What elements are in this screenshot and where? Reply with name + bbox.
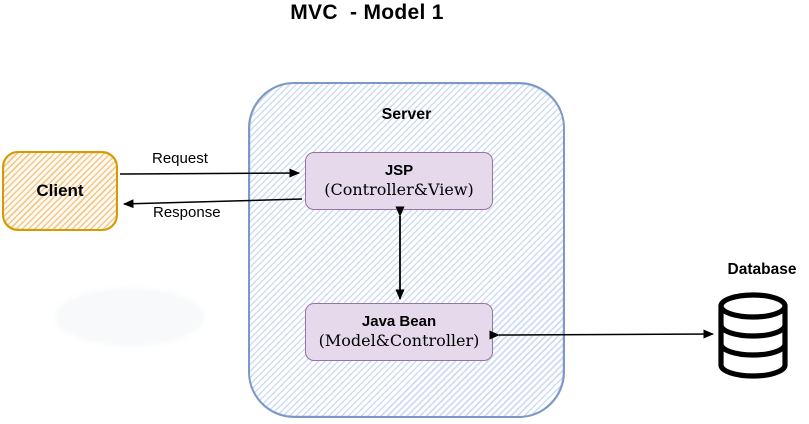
java-bean-subtitle: (Model&Controller) — [318, 331, 480, 351]
request-arrow-label: Request — [152, 150, 208, 167]
client-node: Client — [2, 151, 118, 231]
database-label: Database — [727, 261, 797, 278]
jsp-node: JSP (Controller&View) — [305, 152, 493, 210]
jsp-title: JSP — [384, 161, 414, 179]
jsp-subtitle: (Controller&View) — [324, 180, 474, 200]
java-bean-node: Java Bean (Model&Controller) — [305, 303, 493, 361]
client-label: Client — [36, 181, 84, 200]
java-bean-title: Java Bean — [361, 312, 437, 330]
server-container: Server — [248, 82, 565, 418]
faint-smudge — [55, 288, 205, 346]
server-label: Server — [381, 106, 432, 123]
response-arrow-label: Response — [153, 204, 221, 221]
page-title: MVC - Model 1 — [290, 1, 444, 24]
database-cylinder-icon — [718, 292, 788, 379]
